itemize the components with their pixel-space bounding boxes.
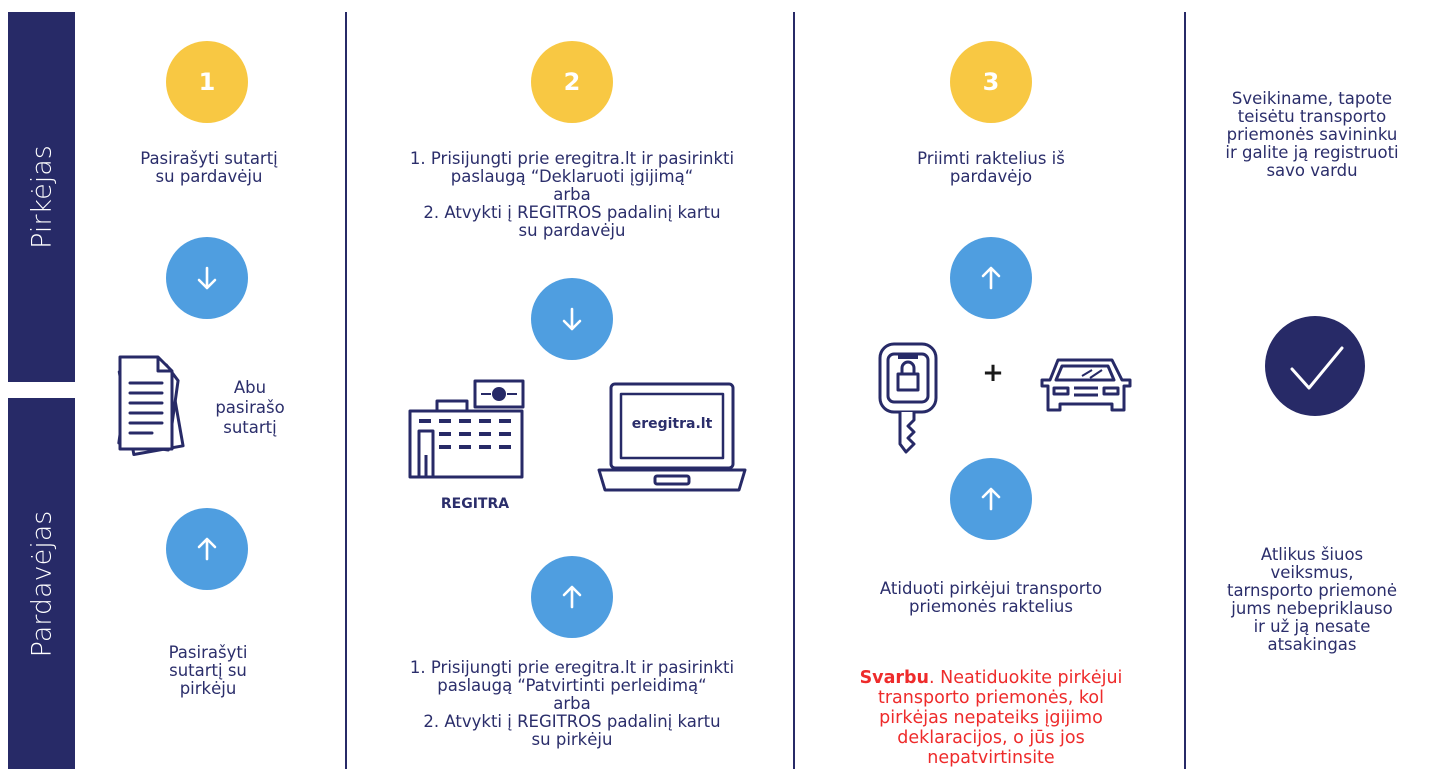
checkmark-icon [1265, 316, 1365, 416]
result-buyer-text: Sveikiname, tapote teisėtu transporto pr… [1225, 89, 1399, 180]
up-arrow-icon [197, 537, 217, 561]
step-2-number: 2 [531, 41, 613, 123]
laptop-icon [593, 378, 751, 496]
step-1-up-arrow [166, 508, 248, 590]
step-1-buyer-text: Pasirašyti sutartį su pardavėju [140, 149, 278, 186]
step-3-number: 3 [950, 41, 1032, 123]
up-arrow-icon [562, 585, 582, 609]
laptop-screen-text: eregitra.lt [631, 416, 713, 432]
documents-icon [104, 353, 196, 463]
car-key-icon [876, 340, 940, 456]
buyer-label: Pirkėjas [26, 145, 57, 249]
step-1-middle-text: Abu pasirašo sutartį [215, 378, 285, 437]
column-divider [345, 12, 347, 769]
column-divider [1184, 12, 1186, 769]
step-2-down-arrow [531, 278, 613, 360]
car-icon [1038, 354, 1133, 418]
up-arrow-icon [981, 266, 1001, 290]
step-2-seller-text: 1. Prisijungti prie eregitra.lt ir pasir… [409, 658, 735, 749]
step-3-warning-text: Svarbu. Neatiduokite pirkėjui transporto… [859, 668, 1123, 768]
step-1-down-arrow [166, 237, 248, 319]
step-3-seller-text: Atiduoti pirkėjui transporto priemonės r… [879, 579, 1103, 616]
down-arrow-icon [562, 307, 582, 331]
buyer-sidebar: Pirkėjas [8, 12, 75, 382]
up-arrow-icon [981, 487, 1001, 511]
down-arrow-icon [197, 266, 217, 290]
step-3-up-arrow-top [950, 237, 1032, 319]
warning-bold-label: Svarbu [859, 668, 930, 688]
step-3-buyer-text: Priimti raktelius iš pardavėjo [917, 149, 1065, 186]
step-2-up-arrow [531, 556, 613, 638]
regitra-label: REGITRA [440, 496, 510, 512]
result-seller-text: Atlikus šiuos veiksmus, tarnsporto priem… [1226, 545, 1398, 654]
step-2-buyer-text: 1. Prisijungti prie eregitra.lt ir pasir… [409, 149, 735, 240]
seller-sidebar: Pardavėjas [8, 398, 75, 769]
step-1-seller-text: Pasirašyti sutartį su pirkėju [168, 643, 248, 698]
plus-sign: + [982, 358, 1004, 388]
step-3-up-arrow-bottom [950, 458, 1032, 540]
building-icon [405, 375, 530, 480]
column-divider [793, 12, 795, 769]
seller-label: Pardavėjas [26, 510, 57, 657]
step-1-number: 1 [166, 41, 248, 123]
